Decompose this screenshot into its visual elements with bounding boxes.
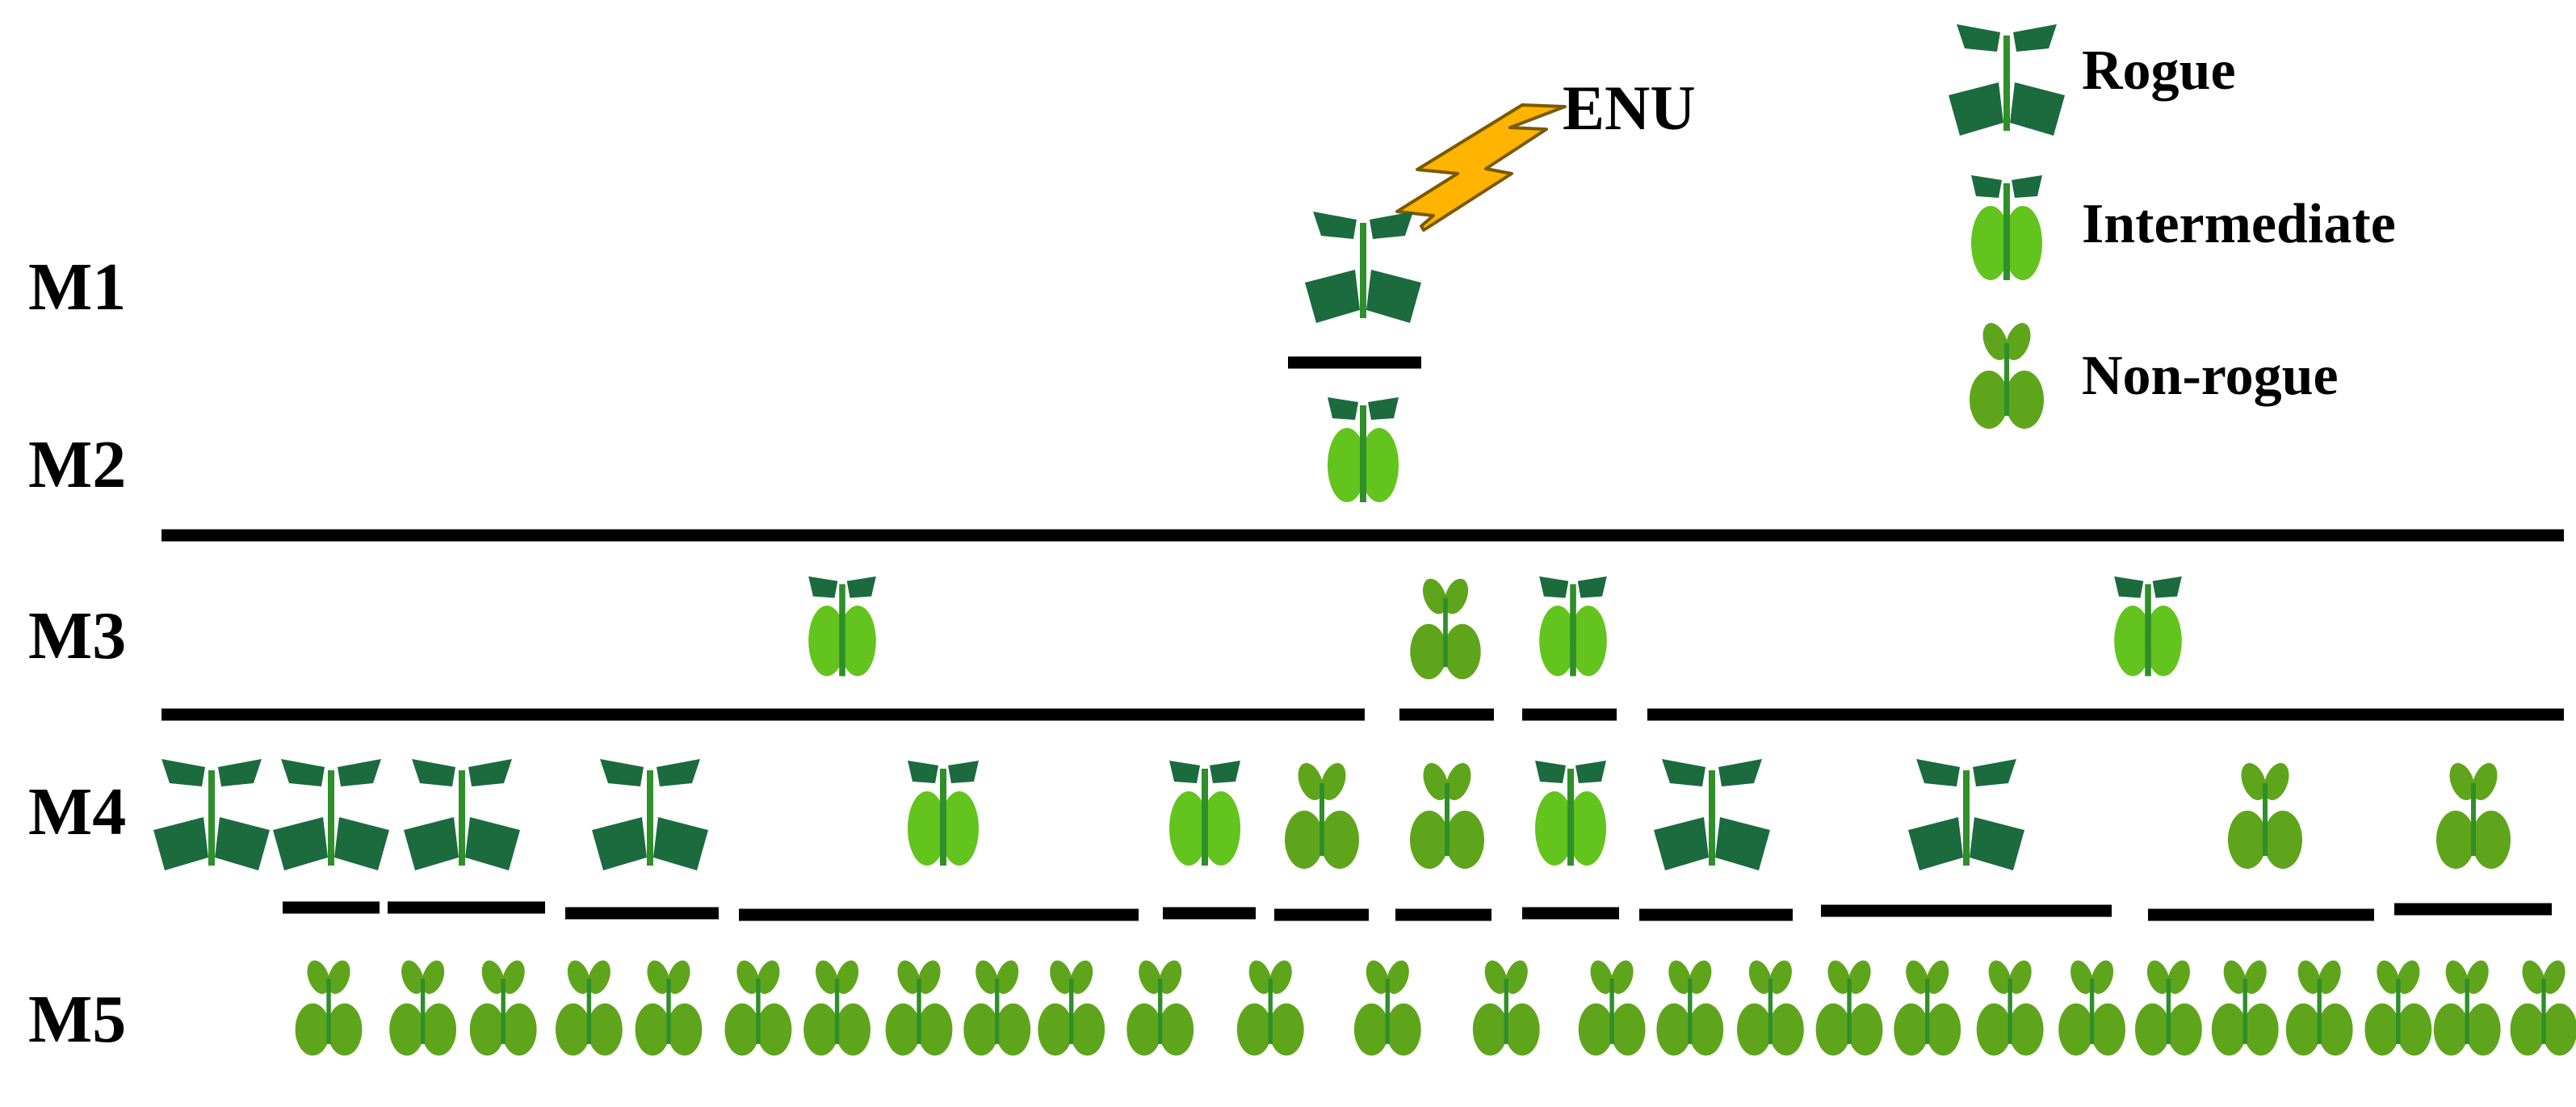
intermediate-plant-icon bbox=[1535, 761, 1606, 866]
intermediate-plant-icon bbox=[808, 576, 876, 677]
non-rogue-plant-icon bbox=[885, 960, 953, 1056]
non-rogue-plant-icon bbox=[1656, 960, 1724, 1056]
non-rogue-plant-icon bbox=[963, 960, 1031, 1056]
lightning-bolt-icon bbox=[1395, 103, 1567, 232]
legend-label-intermediate: Intermediate bbox=[2082, 193, 2396, 255]
non-rogue-plant-icon bbox=[1970, 322, 2044, 429]
non-rogue-plant-icon bbox=[2433, 960, 2501, 1056]
non-rogue-plant-icon bbox=[1815, 960, 1883, 1056]
non-rogue-plant-icon bbox=[1353, 960, 1421, 1056]
non-rogue-plant-icon bbox=[2211, 960, 2279, 1056]
generation-label-m5: M5 bbox=[28, 982, 126, 1057]
legend: Rogue Intermediate Non-rogue bbox=[1949, 24, 2396, 429]
non-rogue-plant-icon bbox=[2364, 960, 2432, 1056]
non-rogue-plant-icon bbox=[2135, 960, 2202, 1056]
intermediate-plant-icon bbox=[1328, 397, 1399, 502]
rogue-plant-icon bbox=[153, 759, 270, 870]
intermediate-plant-icon bbox=[908, 761, 979, 866]
non-rogue-plant-icon bbox=[2436, 762, 2511, 869]
generation-dividers bbox=[162, 356, 2564, 921]
non-rogue-plant-icon bbox=[1410, 578, 1481, 680]
intermediate-plant-icon bbox=[1169, 761, 1240, 866]
non-rogue-plant-icon bbox=[1578, 960, 1646, 1056]
rogue-plant-icon bbox=[404, 759, 520, 870]
non-rogue-plant-icon bbox=[2510, 960, 2576, 1056]
legend-item-intermediate: Intermediate bbox=[1971, 175, 2396, 280]
generation-m1-plants bbox=[1305, 212, 1421, 323]
rogue-plant-icon bbox=[1949, 24, 2065, 136]
non-rogue-plant-icon bbox=[1410, 762, 1484, 869]
legend-label-non-rogue: Non-rogue bbox=[2082, 345, 2339, 407]
generation-m2-plants bbox=[1328, 397, 1399, 502]
non-rogue-plant-icon bbox=[1970, 322, 2044, 429]
rogue-plant-icon bbox=[273, 759, 389, 870]
non-rogue-plant-icon bbox=[2058, 960, 2125, 1056]
non-rogue-plant-icon bbox=[1976, 960, 2044, 1056]
legend-item-rogue: Rogue bbox=[1949, 24, 2236, 136]
generation-m5-plants bbox=[295, 960, 2576, 1056]
rogue-plant-icon bbox=[1908, 759, 2024, 870]
generation-label-m2: M2 bbox=[28, 427, 126, 502]
intermediate-plant-icon bbox=[1971, 175, 2042, 280]
rogue-plant-icon bbox=[1654, 759, 1770, 870]
non-rogue-plant-icon bbox=[724, 960, 792, 1056]
rogue-plant-icon bbox=[1949, 24, 2065, 136]
intermediate-plant-icon bbox=[1539, 576, 1607, 677]
non-rogue-plant-icon bbox=[2228, 762, 2302, 869]
legend-label-rogue: Rogue bbox=[2082, 40, 2236, 102]
generation-m4-plants bbox=[153, 759, 2511, 870]
rogue-plant-icon bbox=[592, 759, 708, 870]
legend-item-non-rogue: Non-rogue bbox=[1970, 322, 2339, 429]
non-rogue-plant-icon bbox=[1736, 960, 1804, 1056]
generation-label-m4: M4 bbox=[28, 774, 126, 849]
non-rogue-plant-icon bbox=[469, 960, 537, 1056]
non-rogue-plant-icon bbox=[1038, 960, 1105, 1056]
non-rogue-plant-icon bbox=[1126, 960, 1194, 1056]
non-rogue-plant-icon bbox=[1894, 960, 1961, 1056]
non-rogue-plant-icon bbox=[295, 960, 363, 1056]
generation-m3-plants bbox=[808, 576, 2182, 680]
intermediate-plant-icon bbox=[1971, 175, 2042, 280]
non-rogue-plant-icon bbox=[635, 960, 703, 1056]
generation-label-m1: M1 bbox=[28, 249, 126, 325]
non-rogue-plant-icon bbox=[1285, 762, 1359, 869]
rogue-plant-icon bbox=[1305, 212, 1421, 323]
non-rogue-plant-icon bbox=[555, 960, 623, 1056]
generation-label-m3: M3 bbox=[28, 598, 126, 673]
non-rogue-plant-icon bbox=[389, 960, 457, 1056]
non-rogue-plant-icon bbox=[1472, 960, 1540, 1056]
non-rogue-plant-icon bbox=[803, 960, 871, 1056]
treatment-label: ENU bbox=[1563, 73, 1696, 143]
non-rogue-plant-icon bbox=[1236, 960, 1304, 1056]
intermediate-plant-icon bbox=[2114, 576, 2182, 677]
non-rogue-plant-icon bbox=[2285, 960, 2353, 1056]
